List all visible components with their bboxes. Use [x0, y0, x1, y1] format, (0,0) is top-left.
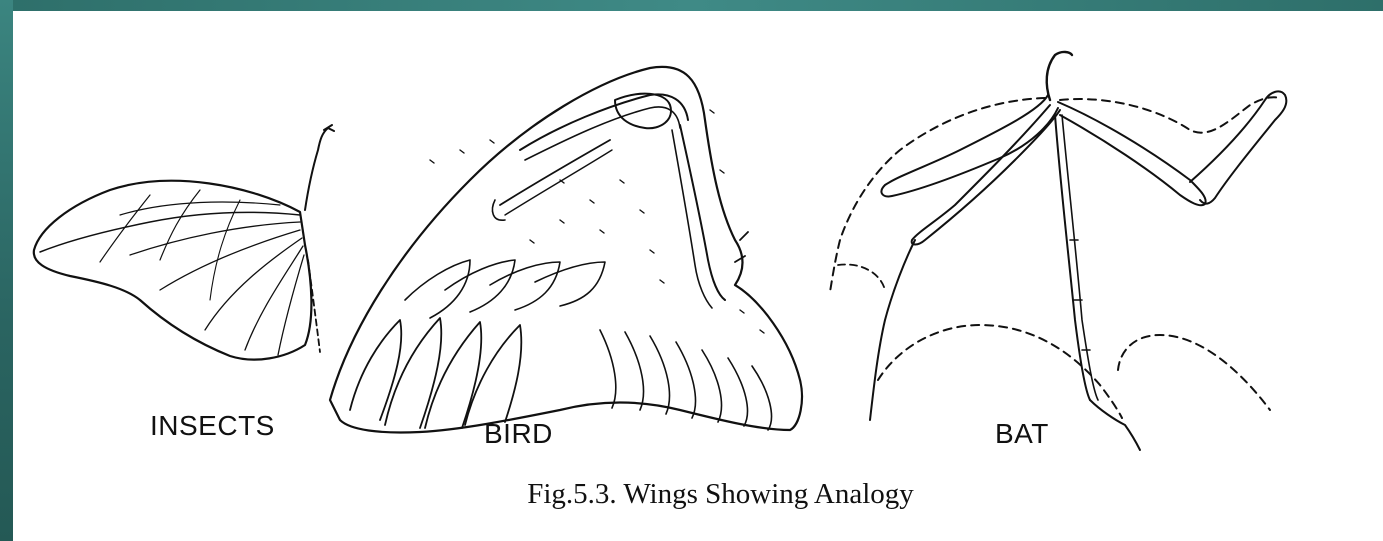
label-bat: BAT [995, 418, 1049, 450]
label-bird: BIRD [484, 418, 553, 450]
bird-wing-drawing [330, 67, 802, 433]
figure-caption: Fig.5.3. Wings Showing Analogy [527, 478, 914, 511]
label-insects: INSECTS [150, 410, 275, 442]
figure-caption-container: Fig.5.3. Wings Showing Analogy [0, 478, 1383, 511]
insect-wing-drawing [34, 125, 334, 360]
bat-wing-drawing [830, 52, 1286, 450]
